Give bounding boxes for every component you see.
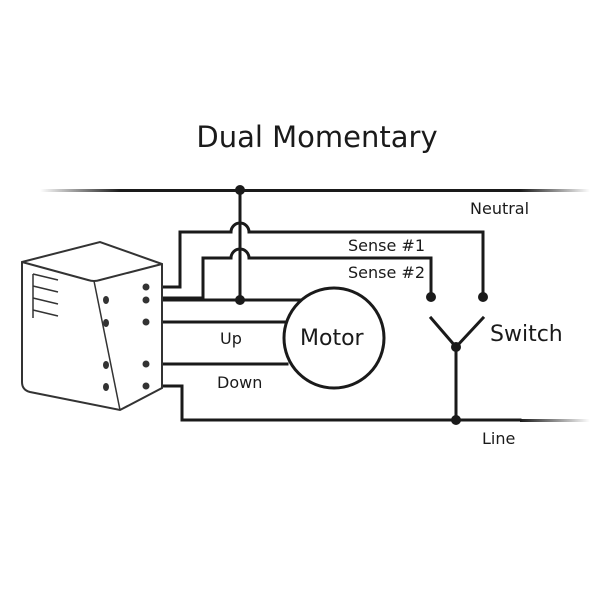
motor-label: Motor [300,326,364,351]
down-label: Down [217,373,263,392]
module-label-icon [32,273,59,318]
line-wire [180,385,590,422]
sense1-wire [144,221,485,299]
up-label: Up [220,329,242,348]
junction-dot [235,295,245,305]
diagram-title: Dual Momentary [196,120,438,154]
junction-dot [235,185,245,195]
sense1-label: Sense #1 [348,236,425,255]
motor-symbol [282,286,386,390]
switch-label: Switch [490,322,563,347]
switch-symbol [426,292,488,422]
junction-dot [451,415,461,425]
sense2-wire [144,247,433,300]
neutral-wire [40,189,590,192]
line-label: Line [482,429,516,448]
relay-module [21,240,163,412]
sense2-label: Sense #2 [348,263,425,282]
neutral-label: Neutral [470,199,530,218]
